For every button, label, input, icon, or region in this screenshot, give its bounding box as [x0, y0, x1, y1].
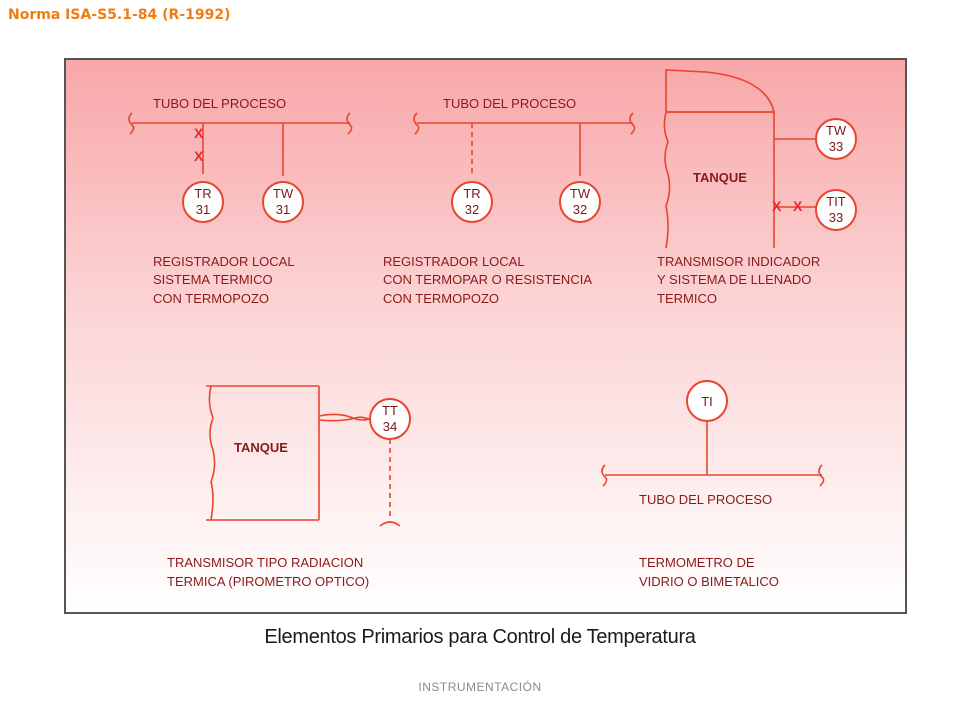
panel-recorder-thermal-system: TUBO DEL PROCESO X X TR 31 TW 31 REGISTR… [128, 96, 353, 306]
tag-function: TIT [826, 194, 846, 209]
panel-recorder-thermocouple: TUBO DEL PROCESO TR 32 TW 32 REGISTRADOR… [383, 96, 636, 306]
instrument-bubble-tr [451, 181, 493, 223]
tag-loop-number: 33 [829, 139, 843, 154]
pipe-break-right [629, 112, 636, 135]
diagram-frame: TUBO DEL PROCESO X X TR 31 TW 31 REGISTR… [64, 58, 907, 614]
description-line: SISTEMA TERMICO [153, 272, 273, 287]
description-line: CON TERMOPOZO [383, 291, 499, 306]
description-line: CON TERMOPOZO [153, 291, 269, 306]
pipe-label: TUBO DEL PROCESO [443, 96, 576, 111]
tank-label: TANQUE [693, 170, 747, 185]
tank-wall-left [663, 111, 671, 249]
tag-loop-number: 32 [573, 202, 587, 217]
instrument-bubble-tw [815, 118, 857, 160]
tank-label: TANQUE [234, 440, 288, 455]
capillary-seal-mark: X [194, 148, 204, 164]
instrument-bubble-tw [559, 181, 601, 223]
pipe-label: TUBO DEL PROCESO [153, 96, 286, 111]
tag-function: TW [570, 186, 591, 201]
description-line: CON TERMOPAR O RESISTENCIA [383, 272, 592, 287]
tag-loop-number: 32 [465, 202, 479, 217]
description-line: REGISTRADOR LOCAL [383, 254, 525, 269]
instrument-bubble-tit [815, 189, 857, 231]
panel-glass-thermometer: TI TUBO DEL PROCESO TERMOMETRO DE VIDRIO… [601, 380, 825, 589]
tag-function: TT [382, 403, 398, 418]
description-line: VIDRIO O BIMETALICO [639, 574, 779, 589]
pipe-break-left [128, 112, 135, 135]
tag-loop-number: 31 [276, 202, 290, 217]
capillary-seal-mark: X [793, 198, 803, 214]
footer-label: INSTRUMENTACIÓN [418, 680, 542, 694]
tag-loop-number: 34 [383, 419, 397, 434]
signal-end-mark [379, 521, 401, 527]
description-line: REGISTRADOR LOCAL [153, 254, 295, 269]
tag-loop-number: 31 [196, 202, 210, 217]
instrument-bubble-tw [262, 181, 304, 223]
panel-radiation-transmitter: TANQUE TT 34 TRANSMISOR TIPO RADIACION T… [167, 385, 411, 589]
tag-loop-number: 33 [829, 210, 843, 225]
tag-function: TR [463, 186, 480, 201]
pipe-break-right [346, 112, 353, 135]
tag-function: TW [826, 123, 847, 138]
pipe-label: TUBO DEL PROCESO [639, 492, 772, 507]
description-line: TERMICO [657, 291, 717, 306]
description-line: TERMICA (PIROMETRO OPTICO) [167, 574, 369, 589]
description-line: Y SISTEMA DE LLENADO [657, 272, 811, 287]
tag-function: TR [194, 186, 211, 201]
tank-wall-left [208, 385, 216, 521]
temperature-elements-diagram: TUBO DEL PROCESO X X TR 31 TW 31 REGISTR… [128, 69, 857, 589]
page-header-title: Norma ISA-S5.1-84 (R-1992) [8, 7, 231, 23]
capillary-seal-mark: X [772, 198, 782, 214]
capillary-seal-mark: X [194, 125, 204, 141]
description-line: TRANSMISOR INDICADOR [657, 254, 820, 269]
diagram-caption: Elementos Primarios para Control de Temp… [264, 626, 696, 648]
tank-dome [665, 69, 776, 113]
panel-transmitter-indicator: TANQUE X X TW 33 TIT 33 TRANSMISOR INDIC… [657, 69, 857, 306]
description-line: TRANSMISOR TIPO RADIACION [167, 555, 363, 570]
pipe-break-left [413, 112, 420, 135]
radiation-line [318, 413, 372, 422]
tag-function: TI [701, 394, 713, 409]
pipe-break-right [818, 464, 825, 487]
description-line: TERMOMETRO DE [639, 555, 755, 570]
instrument-bubble-tr [182, 181, 224, 223]
tag-function: TW [273, 186, 294, 201]
pipe-break-left [601, 464, 608, 487]
